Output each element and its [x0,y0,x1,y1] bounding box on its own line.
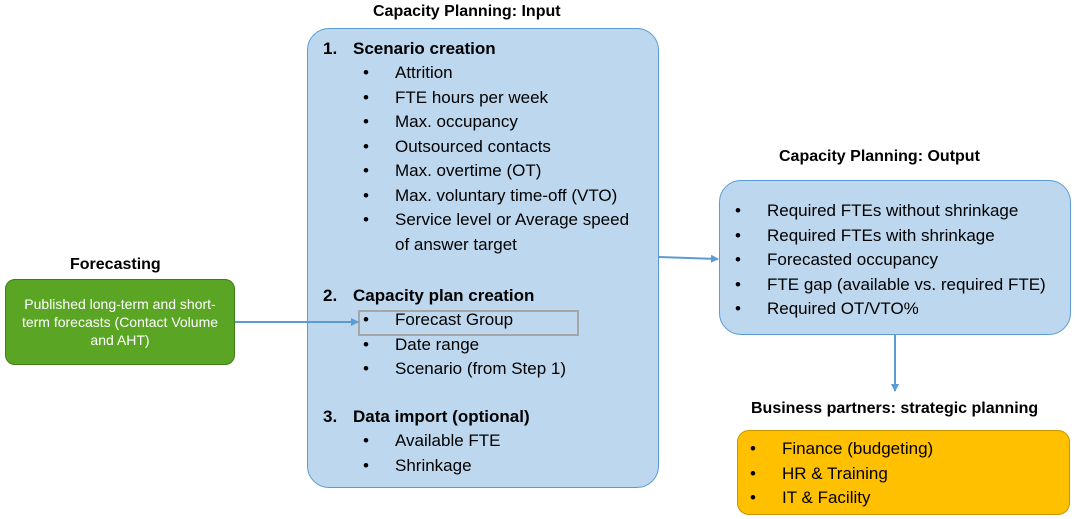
partners-heading: Business partners: strategic planning [751,400,1039,417]
section-title-text: Data import (optional) [353,407,530,426]
section-title-text: Capacity plan creation [353,286,535,305]
list-item: Forecast Group [363,308,643,333]
list-item: FTE hours per week [363,86,643,111]
list-item: Scenario (from Step 1) [363,357,643,382]
arrow-input-to-output [658,254,719,263]
data-import-items: Available FTE Shrinkage [363,429,643,478]
list-item: Date range [363,333,643,358]
list-item: Required FTEs with shrinkage [735,224,1065,249]
list-item: Service level or Average speed of answer… [363,208,643,257]
partners-items: Finance (budgeting) HR & Training IT & F… [750,437,1060,511]
section-data-import: 3. Data import (optional) Available FTE S… [323,407,643,478]
list-item: Forecasted occupancy [735,248,1065,273]
output-heading: Capacity Planning: Output [779,148,980,165]
list-item: Max. overtime (OT) [363,159,643,184]
section-scenario-creation: 1. Scenario creation Attrition FTE hours … [323,39,643,257]
forecasting-box: Published long-term and short-term forec… [5,279,235,365]
list-item: Max. occupancy [363,110,643,135]
output-box: Required FTEs without shrinkage Required… [719,180,1071,335]
forecasting-heading: Forecasting [70,256,161,273]
section-title: 1. Scenario creation [323,39,643,59]
input-heading: Capacity Planning: Input [373,3,561,20]
output-items: Required FTEs without shrinkage Required… [735,199,1065,322]
section-capacity-plan-creation: 2. Capacity plan creation Forecast Group … [323,286,643,382]
list-item: FTE gap (available vs. required FTE) [735,273,1065,298]
scenario-items: Attrition FTE hours per week Max. occupa… [363,61,643,257]
list-item: Attrition [363,61,643,86]
section-title: 2. Capacity plan creation [323,286,643,306]
list-item: Max. voluntary time-off (VTO) [363,184,643,209]
input-box: 1. Scenario creation Attrition FTE hours … [307,28,659,488]
list-item: Required OT/VTO% [735,297,1065,322]
list-item: Required FTEs without shrinkage [735,199,1065,224]
capacity-plan-items: Forecast Group Date range Scenario (from… [363,308,643,382]
section-number: 1. [323,39,338,58]
list-item: Available FTE [363,429,643,454]
list-item: IT & Facility [750,486,1060,511]
list-item: Shrinkage [363,454,643,479]
partners-box: Finance (budgeting) HR & Training IT & F… [737,430,1070,515]
section-number: 3. [323,407,338,426]
section-title: 3. Data import (optional) [323,407,643,427]
section-number: 2. [323,286,338,305]
forecasting-text: Published long-term and short-term forec… [21,296,219,348]
list-item: Outsourced contacts [363,135,643,160]
section-title-text: Scenario creation [353,39,496,58]
forecast-group-highlight [358,310,579,336]
list-item: Finance (budgeting) [750,437,1060,462]
list-item: HR & Training [750,462,1060,487]
